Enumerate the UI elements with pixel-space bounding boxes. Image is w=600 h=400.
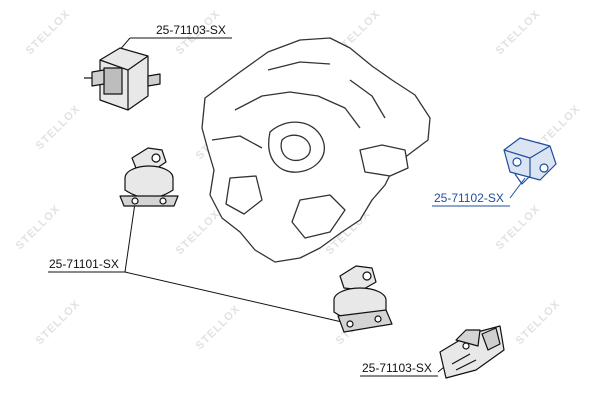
watermark-text: STELLOX <box>174 208 223 257</box>
watermark-text: STELLOX <box>14 203 63 252</box>
watermark-text: STELLOX <box>34 103 83 152</box>
label-right-part: 25-71102-SX <box>434 191 504 205</box>
watermark-text: STELLOX <box>194 303 243 352</box>
mount-right[interactable] <box>503 137 557 185</box>
label-left-group-part: 25-71101-SX <box>49 257 119 271</box>
label-bottom-part: 25-71103-SX <box>362 361 432 375</box>
watermark-text: STELLOX <box>34 298 83 347</box>
leader-left-group-to-upper-mount <box>124 195 137 273</box>
watermark-text: STELLOX <box>514 298 563 347</box>
watermark-text: STELLOX <box>494 203 543 252</box>
engine-outline <box>201 37 431 263</box>
leader-right-mount <box>509 177 526 199</box>
label-top-left-part: 25-71103-SX <box>156 23 226 37</box>
mount-upper-left[interactable] <box>119 147 179 207</box>
mount-top-left[interactable] <box>84 47 161 111</box>
watermark-text: STELLOX <box>494 8 543 57</box>
mount-bottom[interactable] <box>439 325 505 379</box>
mount-lower-center[interactable] <box>333 265 393 333</box>
watermark-text: STELLOX <box>24 8 73 57</box>
leader-left-group-to-lower-mount <box>124 271 343 323</box>
